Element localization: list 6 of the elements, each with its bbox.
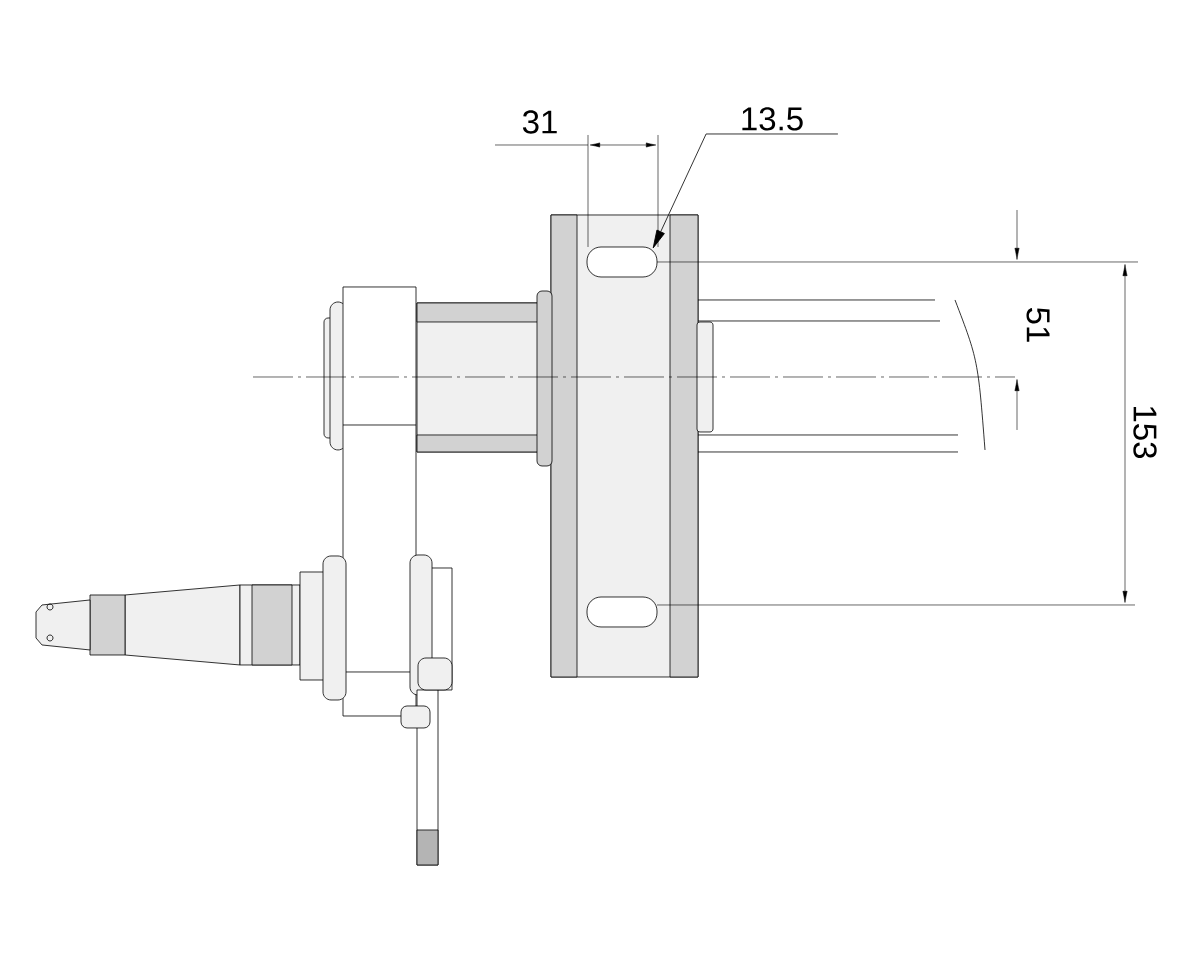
- dimension-text: 51: [1026, 307, 1050, 342]
- dimension-text: 13.5: [742, 107, 803, 131]
- dimension-text: 153: [1133, 406, 1157, 459]
- slot: [586, 246, 658, 278]
- dimension-text: 31: [522, 110, 557, 134]
- leader-line: [652, 133, 839, 249]
